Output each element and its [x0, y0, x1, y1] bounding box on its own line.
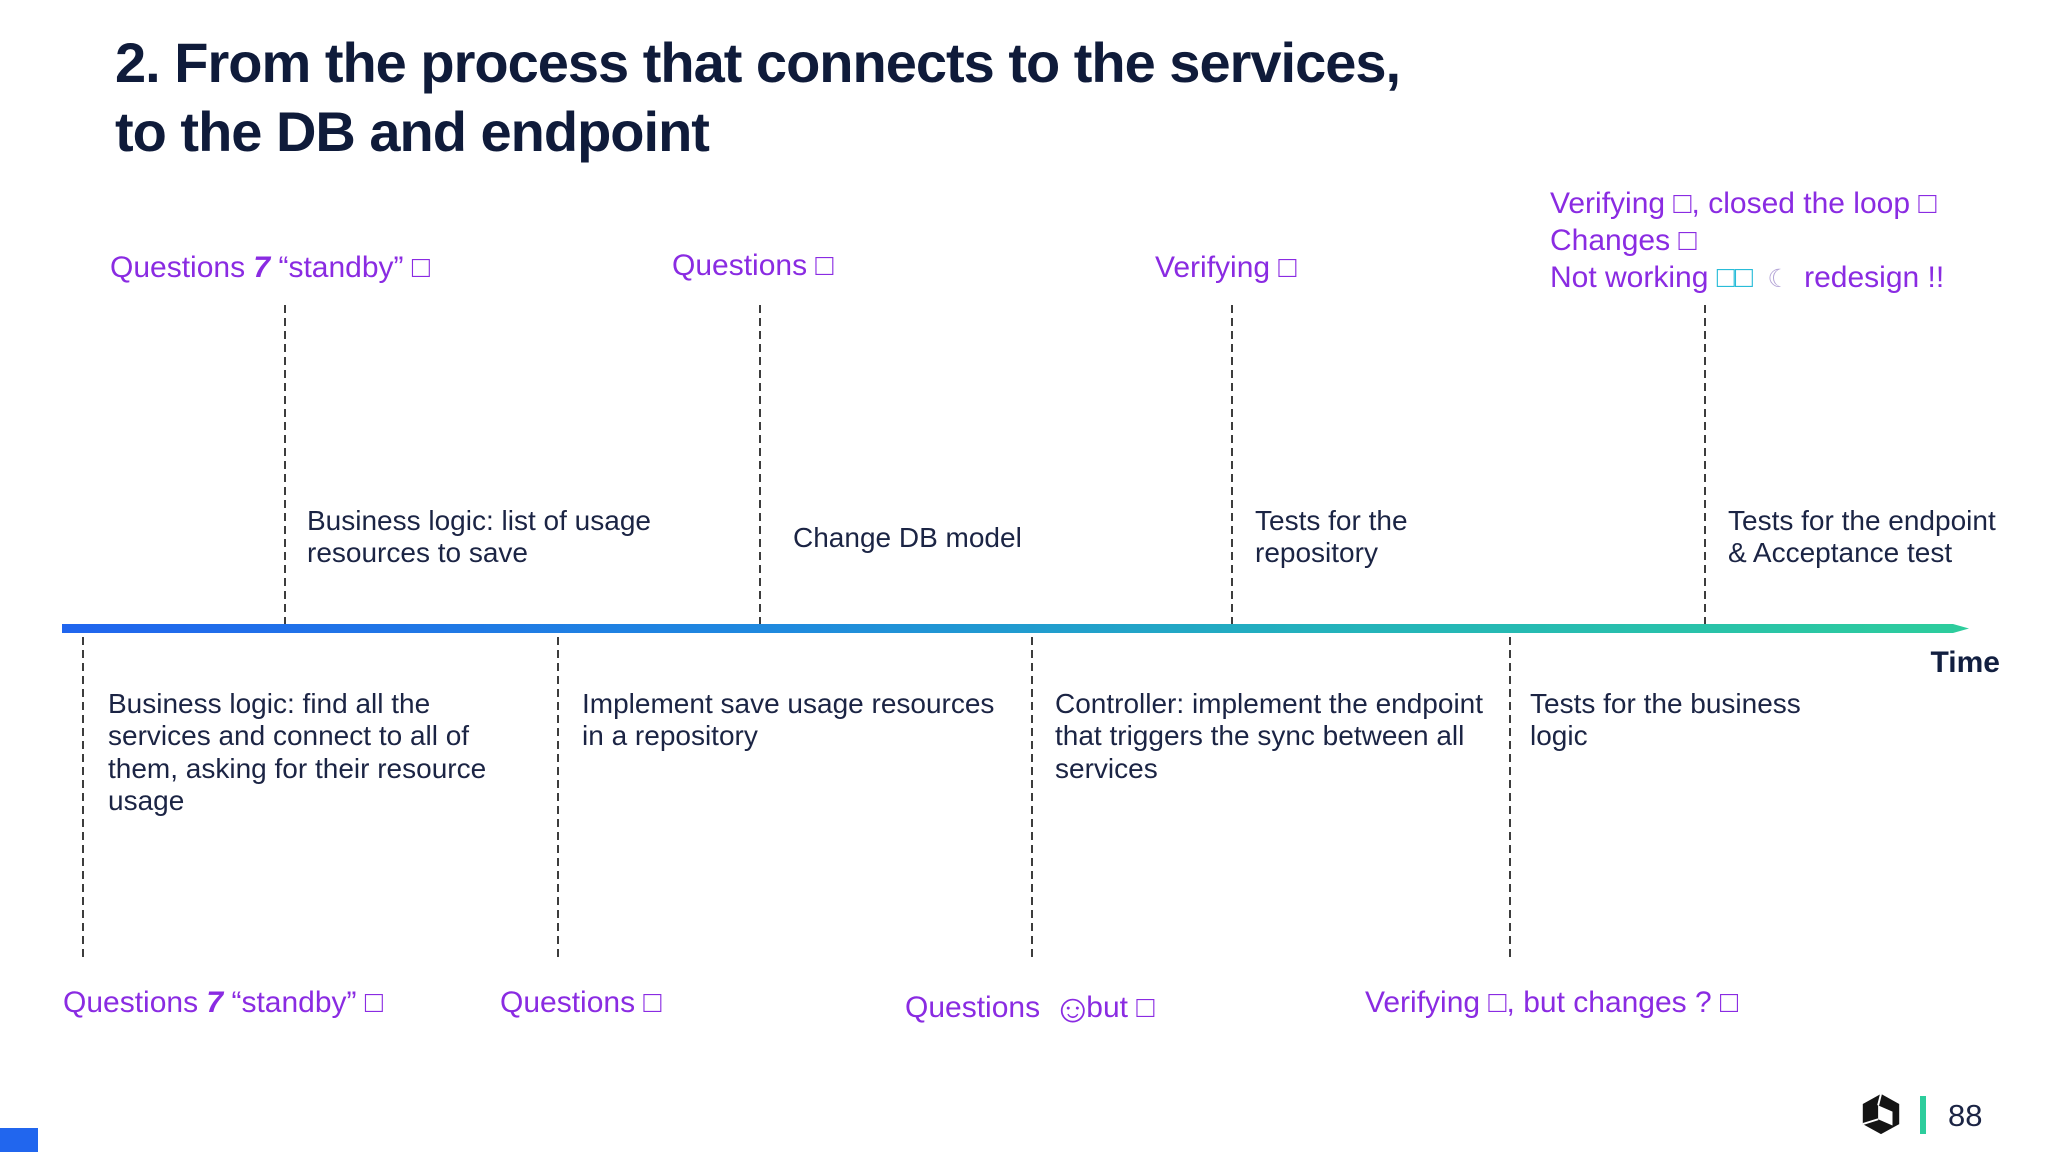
- missing-glyph-box: □: [411, 251, 430, 284]
- title-line1: 2. From the process that connects to the…: [115, 31, 1401, 94]
- annotation-text: Verifying: [1365, 986, 1481, 1019]
- annotation-questions-but-bottom: Questions ☺but □: [905, 985, 1154, 1034]
- annotation-top-right-block: Verifying □, closed the loop □ Changes □…: [1550, 186, 1944, 297]
- timeline-connector: [557, 637, 559, 957]
- missing-glyph-box: □: [364, 986, 383, 1019]
- annotation-verifying-top: Verifying □: [1155, 250, 1297, 287]
- annotation-text: Questions: [110, 251, 246, 284]
- page-title: 2. From the process that connects to the…: [115, 28, 1401, 167]
- milestone-above-2: Change DB model: [793, 522, 1022, 553]
- annotation-text: Questions: [905, 991, 1041, 1024]
- milestone-below-3: Controller: implement the endpoint that …: [1055, 688, 1484, 784]
- timeline-connector: [284, 305, 286, 625]
- annotation-text: Verifying: [1155, 251, 1271, 284]
- annotation-text: redesign !!: [1804, 260, 1945, 294]
- missing-glyph-box: □: [1488, 986, 1507, 1019]
- footer-divider: [1920, 1096, 1926, 1134]
- emoji-fallback-glyph: 7: [253, 251, 271, 284]
- annotation-text: Questions: [63, 986, 199, 1019]
- time-axis-label: Time: [1930, 646, 2000, 679]
- milestone-below-4: Tests for the business logic: [1530, 688, 1801, 752]
- milestone-below-1: Business logic: find all the services an…: [108, 688, 487, 817]
- cube-logo: [1862, 1093, 1900, 1135]
- page-number: 88: [1948, 1098, 1983, 1133]
- missing-glyph-box: □: [643, 986, 662, 1019]
- annotation-verifying-changes-bottom: Verifying □, but changes ? □: [1365, 985, 1738, 1022]
- missing-glyph-box: □: [815, 249, 834, 282]
- timeline-connector: [1231, 305, 1233, 625]
- missing-glyph-box-cyan: □□: [1716, 260, 1753, 294]
- annotation-questions-standby-bottom: Questions 7 “standby” □: [63, 985, 383, 1022]
- annotation-text: , but changes ?: [1506, 986, 1712, 1019]
- annotation-text: “standby”: [278, 251, 404, 284]
- timeline-axis: [62, 624, 1969, 633]
- missing-glyph-box: □: [1720, 986, 1739, 1019]
- annotation-questions-standby-top: Questions 7 “standby” □: [110, 250, 430, 287]
- timeline-connector: [1509, 637, 1511, 957]
- missing-glyph-box: □: [1136, 991, 1155, 1024]
- crescent-moon-icon: ☾: [1767, 264, 1790, 293]
- annotation-text: but: [1086, 991, 1128, 1024]
- emoji-fallback-glyph: 7: [206, 986, 224, 1019]
- corner-accent: [0, 1128, 38, 1152]
- annotation-text: , closed the loop: [1691, 187, 1911, 220]
- milestone-below-2: Implement save usage resources in a repo…: [582, 688, 995, 752]
- annotation-questions-top: Questions □: [672, 248, 834, 285]
- annotation-text: Changes: [1550, 223, 1671, 257]
- timeline-connector: [82, 637, 84, 957]
- timeline-connector: [759, 305, 761, 625]
- annotation-text: Verifying: [1550, 187, 1666, 220]
- annotation-text: Questions: [500, 986, 636, 1019]
- annotation-text: Not working: [1550, 260, 1709, 294]
- missing-glyph-box: □: [1918, 187, 1937, 220]
- title-line2: to the DB and endpoint: [115, 100, 710, 164]
- annotation-text: “standby”: [231, 986, 357, 1019]
- annotation-questions-bottom: Questions □: [500, 985, 662, 1022]
- timeline-connector: [1704, 305, 1706, 625]
- missing-glyph-box: □: [1278, 251, 1297, 284]
- missing-glyph-box: □: [1678, 223, 1697, 257]
- missing-glyph-box: □: [1673, 187, 1692, 220]
- milestone-above-3: Tests for the repository: [1255, 505, 1408, 569]
- annotation-text: Questions: [672, 249, 808, 282]
- smiley-emoji-icon: ☺: [1052, 987, 1094, 1031]
- timeline-connector: [1031, 637, 1033, 957]
- milestone-above-1: Business logic: list of usage resources …: [307, 505, 651, 569]
- milestone-above-4: Tests for the endpoint & Acceptance test: [1728, 505, 1996, 569]
